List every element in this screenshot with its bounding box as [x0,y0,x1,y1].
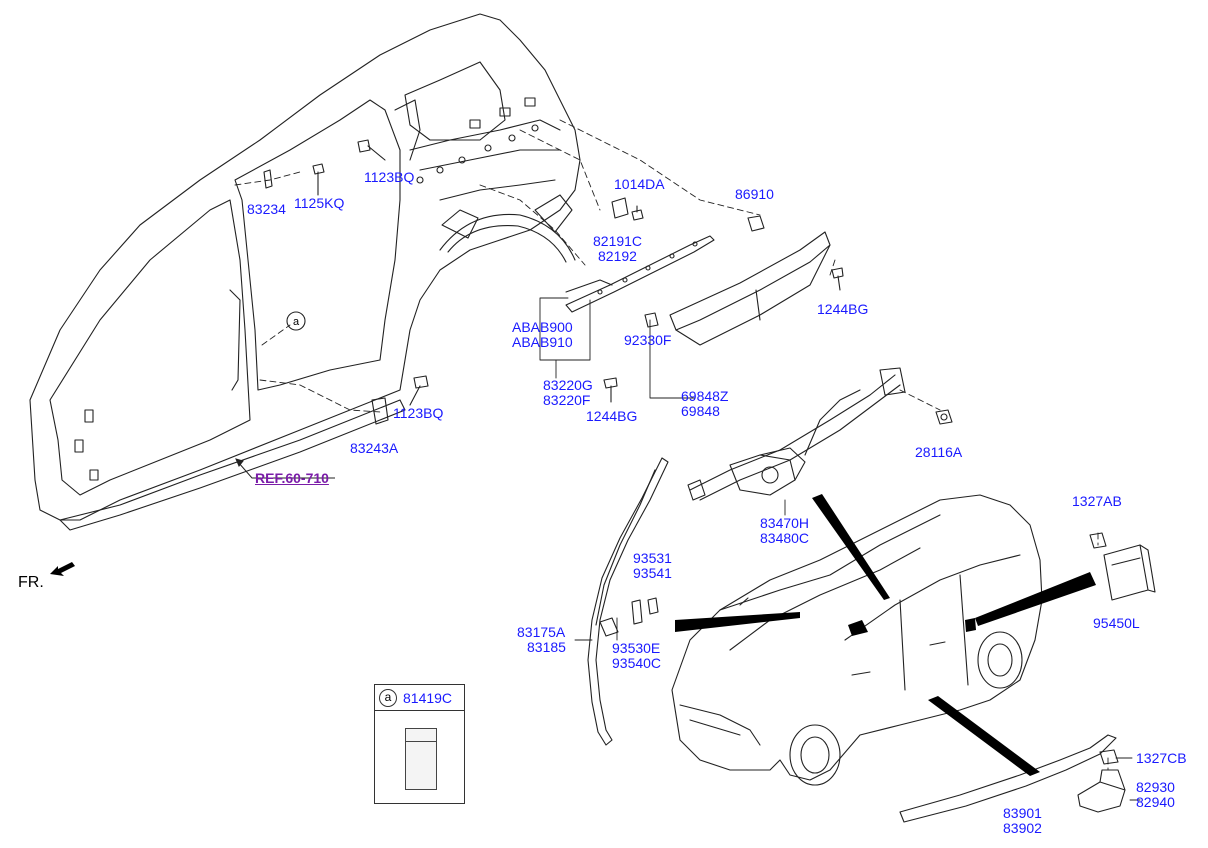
label-83901-group[interactable]: 83901 83902 [1003,806,1042,836]
screw-1014DA [631,205,644,221]
body-side-panel [29,13,581,531]
front-arrow-icon [50,562,75,576]
label-83470H: 83470H [760,515,810,531]
label-69848Z: 69848Z [681,388,729,404]
label-69848Z-group[interactable]: 69848Z 69848 [681,389,728,419]
label-83470H-group[interactable]: 83470H 83480C [760,516,809,546]
nut-1327CB [1099,749,1119,765]
nut-28116A [935,409,953,425]
rail-83220 [565,235,715,313]
location-wedges [675,494,1096,776]
inset-part-code[interactable]: 81419C [403,690,453,706]
nut-1327AB [1089,532,1107,549]
label-1327CB[interactable]: 1327CB [1136,750,1187,766]
inset-header: a 81419C [375,685,464,711]
label-83185: 83185 [527,639,566,655]
label-95450L[interactable]: 95450L [1093,615,1140,631]
garnish-69848 [669,231,831,346]
label-83234[interactable]: 83234 [247,201,286,217]
bolt-1123BQ-top [357,139,386,161]
label-83220G-group[interactable]: 83220G 83220F [543,378,593,408]
switch-93531 [647,597,659,615]
label-83220F: 83220F [543,392,591,408]
label-83243A[interactable]: 83243A [350,440,399,456]
ref-link[interactable]: REF.60-710 [255,470,329,486]
minivan-illustration [671,494,1043,786]
bolt-1123BQ-bottom [409,375,429,406]
label-93531: 93531 [633,550,672,566]
ref-arrow-icon [235,458,335,479]
label-82191C: 82191C [593,233,643,249]
module-95450L [1103,544,1156,601]
label-83175A-group[interactable]: 83175A 83185 [517,625,566,655]
label-82940: 82940 [1136,794,1175,810]
label-93530E: 93530E [612,640,661,656]
label-1125KQ[interactable]: 1125KQ [294,195,345,211]
label-1244BG-right[interactable]: 1244BG [817,301,869,317]
screw-1244BG-mid [603,377,618,403]
label-93531-group[interactable]: 93531 93541 [633,551,672,581]
label-1014DA[interactable]: 1014DA [614,176,665,192]
label-28116A[interactable]: 28116A [915,444,963,460]
label-83902: 83902 [1003,820,1042,836]
callout-circle-a [286,311,306,331]
inset-box: a 81419C [374,684,465,804]
sensor-82930 [1077,769,1126,813]
power-door-actuator-83470H [687,367,906,501]
label-1123BQ-top[interactable]: 1123BQ [364,169,415,185]
front-marker: FR. [18,574,44,591]
inset-letter: a [379,689,397,707]
bracket-83243A [371,397,389,425]
inset-part-image [405,728,437,790]
label-93530E-group[interactable]: 93530E 93540C [612,641,661,671]
label-82191C-group[interactable]: 82191C 82192 [593,234,642,264]
screw-1244BG-right [831,267,844,291]
retainer-82191C [611,197,629,219]
label-ABAB910: ABAB910 [512,334,573,350]
sill-strip-83901 [899,734,1117,823]
label-82192: 82192 [598,248,637,264]
bolt-1125KQ [312,163,325,196]
label-ABAB900: ABAB900 [512,319,573,335]
fastener-83234 [263,169,273,189]
label-1244BG-mid[interactable]: 1244BG [586,408,638,424]
label-83480C: 83480C [760,530,810,546]
switch-93530E [631,599,643,625]
callout-letter-a: a [293,316,300,328]
clip-92330F [644,312,659,328]
label-86910[interactable]: 86910 [735,186,774,202]
label-69848: 69848 [681,403,720,419]
label-83220G: 83220G [543,377,593,393]
label-93541: 93541 [633,565,672,581]
label-83175A: 83175A [517,624,566,640]
clip-86910 [747,215,765,232]
label-93540C: 93540C [612,655,662,671]
label-1327AB[interactable]: 1327AB [1072,493,1122,509]
label-92330F[interactable]: 92330F [624,332,672,348]
label-82930-group[interactable]: 82930 82940 [1136,780,1175,810]
label-1123BQ-bottom[interactable]: 1123BQ [393,405,444,421]
label-83901: 83901 [1003,805,1042,821]
weatherstrip-83175A [587,457,669,746]
label-ABAB900-group[interactable]: ABAB900 ABAB910 [512,320,573,350]
label-82930: 82930 [1136,779,1175,795]
